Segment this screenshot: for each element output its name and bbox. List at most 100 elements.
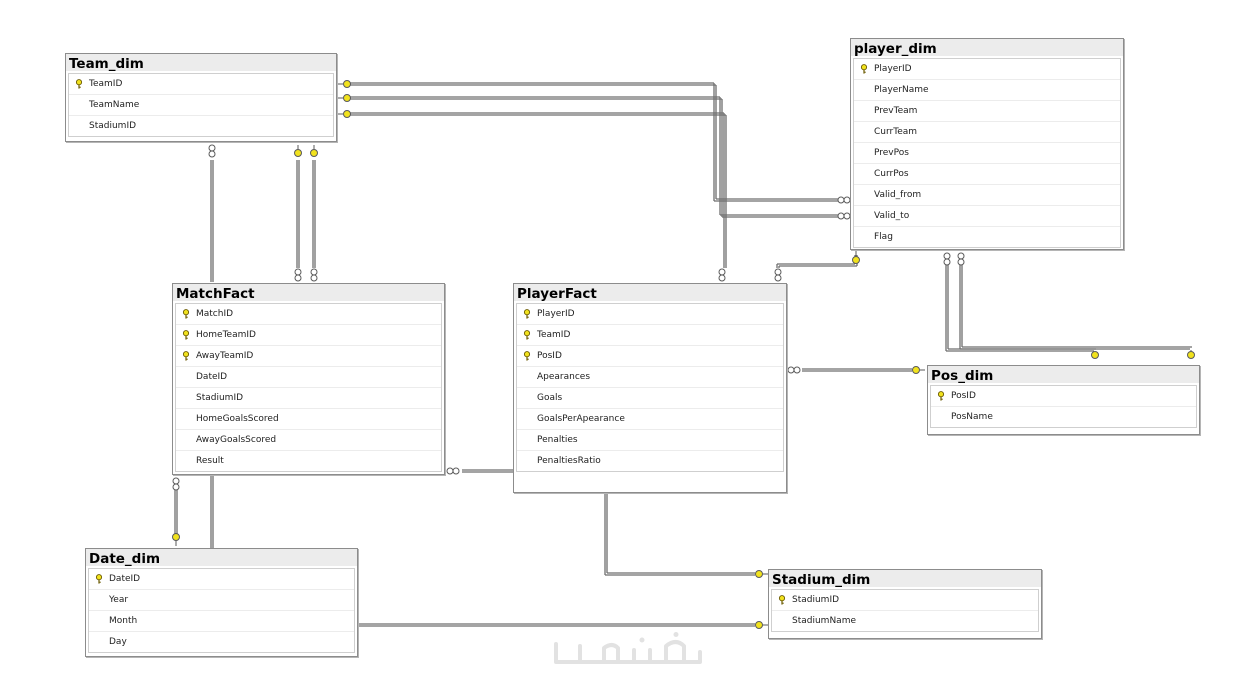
column-name: HomeTeamID xyxy=(196,330,256,340)
column-name: PrevTeam xyxy=(874,106,918,116)
column-list: MatchID HomeTeamID AwayTeamID DateID Stadium… xyxy=(175,303,442,472)
column-row[interactable]: PosID xyxy=(931,386,1196,407)
many-endpoint xyxy=(310,268,318,282)
column-row[interactable]: Month xyxy=(89,611,354,632)
table-title[interactable]: player_dim xyxy=(851,39,1123,56)
column-row[interactable]: StadiumID xyxy=(176,388,441,409)
table-title[interactable]: Stadium_dim xyxy=(769,570,1041,587)
column-row[interactable]: TeamName xyxy=(69,95,333,116)
column-row[interactable]: PosName xyxy=(931,407,1196,427)
column-row[interactable]: AwayGoalsScored xyxy=(176,430,441,451)
column-list: StadiumID StadiumName xyxy=(771,589,1039,632)
column-name: Valid_to xyxy=(874,211,910,221)
relationship-endpoints xyxy=(172,80,1195,629)
column-name: Goals xyxy=(537,393,563,403)
key-endpoint xyxy=(1187,350,1195,359)
column-name: Year xyxy=(109,595,129,605)
column-row[interactable]: Day xyxy=(89,632,354,652)
column-name: Month xyxy=(109,616,138,626)
column-name: CurrPos xyxy=(874,169,909,179)
column-name: PosName xyxy=(951,412,993,422)
column-row[interactable]: Flag xyxy=(854,227,1120,247)
column-row[interactable]: PlayerName xyxy=(854,80,1120,101)
table-stadium-dim[interactable]: Stadium_dim StadiumID StadiumName xyxy=(768,569,1042,639)
table-title[interactable]: MatchFact xyxy=(173,284,444,301)
column-row[interactable]: GoalsPerApearance xyxy=(517,409,783,430)
column-row[interactable]: AwayTeamID xyxy=(176,346,441,367)
column-row[interactable]: Valid_from xyxy=(854,185,1120,206)
column-name: TeamName xyxy=(89,100,140,110)
table-title[interactable]: Team_dim xyxy=(66,54,336,71)
table-pos-dim[interactable]: Pos_dim PosID PosName xyxy=(927,365,1200,435)
column-row[interactable]: PrevTeam xyxy=(854,101,1120,122)
column-row[interactable]: TeamID xyxy=(517,325,783,346)
column-row[interactable]: PrevPos xyxy=(854,143,1120,164)
column-row[interactable]: HomeTeamID xyxy=(176,325,441,346)
primary-key-icon xyxy=(182,309,190,319)
primary-key-icon xyxy=(778,595,786,605)
many-endpoint xyxy=(172,477,180,491)
primary-key-icon xyxy=(182,351,190,361)
many-endpoint xyxy=(943,252,951,266)
many-endpoint xyxy=(787,366,801,374)
column-row[interactable]: Year xyxy=(89,590,354,611)
primary-key-icon xyxy=(75,79,83,89)
column-name: StadiumName xyxy=(792,616,856,626)
column-name: MatchID xyxy=(196,309,234,319)
column-name: AwayGoalsScored xyxy=(196,435,277,445)
many-endpoint xyxy=(294,268,302,282)
key-endpoint xyxy=(338,94,351,102)
column-name: CurrTeam xyxy=(874,127,918,137)
column-name: PosID xyxy=(951,391,976,401)
table-title[interactable]: PlayerFact xyxy=(514,284,786,301)
column-row[interactable]: MatchID xyxy=(176,304,441,325)
column-name: Valid_from xyxy=(874,190,922,200)
column-row[interactable]: StadiumID xyxy=(69,116,333,136)
table-title[interactable]: Date_dim xyxy=(86,549,357,566)
table-match-fact[interactable]: MatchFact MatchID HomeTeamID AwayTeamID Dat… xyxy=(172,283,445,475)
column-row[interactable]: StadiumID xyxy=(772,590,1038,611)
column-row[interactable]: DateID xyxy=(89,569,354,590)
column-name: PosID xyxy=(537,351,562,361)
column-name: Penalties xyxy=(537,435,578,445)
column-name: Flag xyxy=(874,232,893,242)
column-row[interactable]: Valid_to xyxy=(854,206,1120,227)
table-player-fact[interactable]: PlayerFact PlayerID TeamID PosID Apearances… xyxy=(513,283,787,493)
column-row[interactable]: Goals xyxy=(517,388,783,409)
column-list: PosID PosName xyxy=(930,385,1197,428)
column-row[interactable]: HomeGoalsScored xyxy=(176,409,441,430)
column-row[interactable]: Apearances xyxy=(517,367,783,388)
column-name: PrevPos xyxy=(874,148,909,158)
column-row[interactable]: CurrPos xyxy=(854,164,1120,185)
column-name: TeamID xyxy=(89,79,123,89)
relationship-lines xyxy=(174,82,1192,627)
column-row[interactable]: DateID xyxy=(176,367,441,388)
column-name: TeamID xyxy=(537,330,571,340)
column-row[interactable]: PlayerID xyxy=(517,304,783,325)
column-row[interactable]: PlayerID xyxy=(854,59,1120,80)
column-name: Apearances xyxy=(537,372,591,382)
column-row[interactable]: StadiumName xyxy=(772,611,1038,631)
table-title[interactable]: Pos_dim xyxy=(928,366,1199,383)
column-row[interactable]: PenaltiesRatio xyxy=(517,451,783,471)
column-row[interactable]: TeamID xyxy=(69,74,333,95)
column-row[interactable]: Result xyxy=(176,451,441,471)
many-endpoint xyxy=(837,212,851,220)
column-name: AwayTeamID xyxy=(196,351,254,361)
column-row[interactable]: Penalties xyxy=(517,430,783,451)
key-endpoint xyxy=(755,570,768,578)
column-name: DateID xyxy=(196,372,228,382)
column-name: StadiumID xyxy=(792,595,840,605)
column-row[interactable]: PosID xyxy=(517,346,783,367)
many-endpoint xyxy=(208,144,216,158)
key-endpoint xyxy=(338,110,351,118)
column-row[interactable]: CurrTeam xyxy=(854,122,1120,143)
key-endpoint xyxy=(755,621,768,629)
